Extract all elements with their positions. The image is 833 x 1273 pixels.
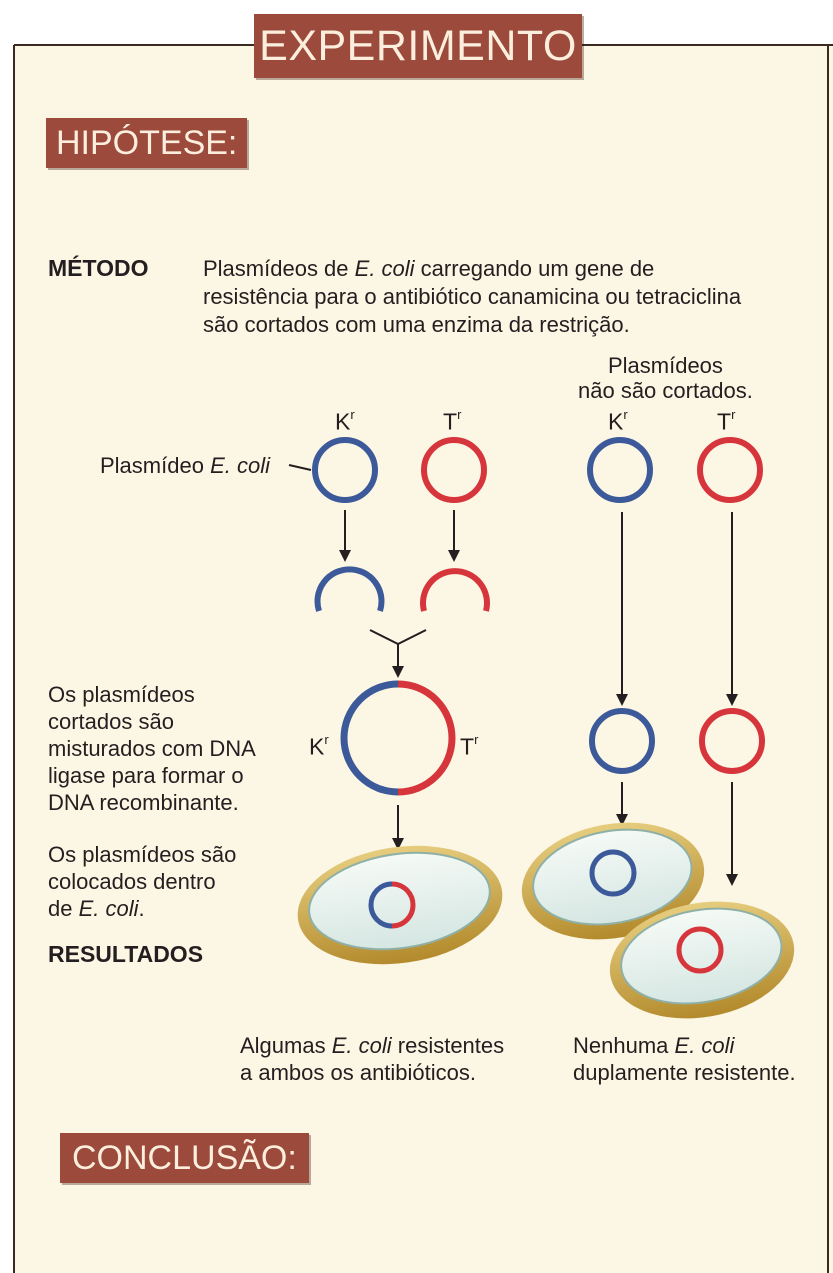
method-label: MÉTODO	[48, 255, 149, 281]
ecoli-cell-tetracycline	[609, 901, 795, 1019]
method-line-1: Plasmídeos de E. coli carregando um gene…	[203, 256, 655, 281]
uncut-tetracycline-plasmid-2	[699, 708, 765, 774]
cell-kanamycin-plasmid	[589, 849, 637, 897]
uncut-tetracycline-plasmid	[697, 437, 763, 503]
cut-kanamycin-plasmid	[314, 566, 385, 612]
insert-description: Os plasmídeos são colocados dentro de E.…	[48, 842, 237, 921]
tetracycline-plasmid	[421, 437, 487, 503]
uncut-kanamycin-plasmid	[587, 437, 653, 503]
method-line-3: são cortados com uma enzima da restrição…	[203, 312, 630, 337]
conclusion-heading: CONCLUSÃO:	[60, 1133, 309, 1183]
cut-tetracycline-plasmid	[420, 568, 490, 612]
gene-label-kanamycin-recombinant: Kr	[309, 732, 329, 760]
method-line-2: resistência para o antibiótico canamicin…	[203, 284, 742, 309]
cell-plasmid-t-half	[391, 881, 416, 929]
hypothesis-heading: HIPÓTESE:	[46, 118, 248, 168]
plasmid-label: Plasmídeo E. coli	[100, 453, 270, 478]
panel-background	[14, 44, 833, 1273]
cell-tetracycline-plasmid	[676, 926, 724, 974]
ecoli-cell-recombinant	[297, 845, 503, 965]
uncut-kanamycin-plasmid-2	[589, 708, 655, 774]
gene-label-kanamycin: Kr	[335, 407, 355, 435]
result-uncut: Nenhuma E. coli duplamente resistente.	[573, 1033, 796, 1085]
method-text: Plasmídeos de E. coli carregando um gene…	[203, 255, 741, 339]
cell-plasmid-k-half	[368, 881, 393, 929]
uncut-note: Plasmídeos não são cortados.	[578, 353, 753, 403]
result-recombinant: Algumas E. coli resistentes a ambos os a…	[240, 1033, 505, 1085]
kanamycin-plasmid	[312, 437, 378, 503]
gene-label-tetracycline-uncut: Tr	[717, 407, 736, 435]
mix-description: Os plasmídeos cortados são misturados co…	[48, 682, 256, 815]
gene-label-kanamycin-uncut: Kr	[608, 407, 628, 435]
plasmid-label-pointer	[288, 464, 312, 471]
ecoli-cell-kanamycin	[521, 822, 705, 940]
gene-label-tetracycline-recombinant: Tr	[460, 732, 479, 760]
experiment-title: EXPERIMENTO	[254, 14, 582, 78]
recombinant-plasmid-k-half	[340, 680, 399, 796]
gene-label-tetracycline: Tr	[443, 407, 462, 435]
results-label: RESULTADOS	[48, 941, 204, 967]
recombinant-plasmid-t-half	[397, 680, 456, 796]
